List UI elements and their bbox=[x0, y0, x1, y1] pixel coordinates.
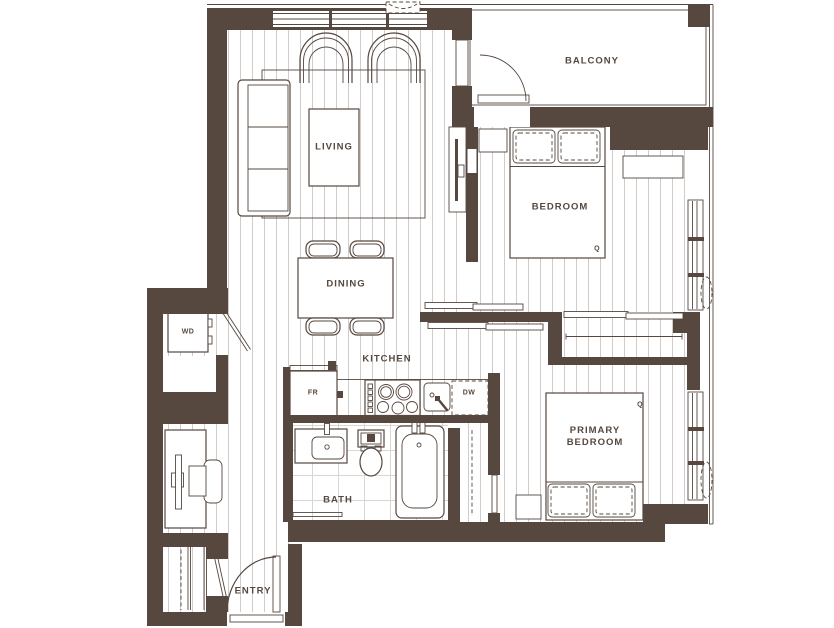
monitor bbox=[175, 454, 182, 510]
bath-vanity-sink bbox=[294, 423, 348, 464]
kitchen-sink bbox=[423, 382, 451, 412]
toilet bbox=[357, 429, 385, 477]
pillow bbox=[557, 129, 601, 164]
primary-bedroom-label-line1: PRIMARY bbox=[569, 425, 621, 437]
openings bbox=[180, 1, 714, 623]
label-dishwasher: DW bbox=[462, 389, 476, 397]
primary-bed bbox=[545, 392, 644, 521]
entry-closet bbox=[180, 543, 228, 610]
sofa bbox=[237, 79, 291, 217]
dresser bbox=[622, 155, 684, 179]
bedroom-closet bbox=[563, 311, 684, 340]
washer-dryer-unit bbox=[167, 312, 213, 353]
label-fridge: FR bbox=[307, 389, 319, 397]
room-label-balcony: BALCONY bbox=[565, 55, 619, 67]
dining-table bbox=[297, 257, 394, 319]
living-window bbox=[273, 11, 427, 27]
pillow bbox=[592, 483, 636, 518]
balcony-door bbox=[455, 39, 530, 104]
pillow bbox=[547, 483, 591, 518]
primary-sliding-door bbox=[427, 322, 544, 331]
room-label-kitchen: KITCHEN bbox=[362, 353, 412, 365]
primary-bedroom-furniture bbox=[515, 392, 644, 521]
entry-door bbox=[226, 555, 284, 623]
balcony-outline bbox=[469, 9, 707, 106]
label-bedroom-bed-size: Q bbox=[594, 245, 600, 253]
desk-chair-back bbox=[203, 459, 223, 504]
walls bbox=[147, 4, 713, 626]
desk-nook-furniture bbox=[164, 429, 223, 529]
bathtub bbox=[395, 420, 445, 519]
label-primary-bed-size: Q bbox=[637, 401, 643, 409]
label-washer-dryer: WD bbox=[181, 328, 195, 336]
dining-chair bbox=[305, 240, 341, 259]
dining-chair bbox=[349, 240, 385, 259]
primary-window-bank bbox=[687, 391, 713, 501]
bedroom-sliding-door bbox=[424, 302, 524, 311]
armchair bbox=[367, 32, 421, 83]
pillow bbox=[512, 129, 556, 164]
vent-unit bbox=[385, 1, 421, 14]
dining-chair bbox=[349, 317, 385, 336]
room-label-bedroom: BEDROOM bbox=[531, 201, 589, 213]
nightstand bbox=[478, 128, 508, 153]
room-label-entry: ENTRY bbox=[234, 585, 272, 597]
dining-chair bbox=[305, 317, 341, 336]
nightstand bbox=[515, 494, 542, 520]
bedroom-window-bank bbox=[687, 199, 713, 311]
primary-door-jamb bbox=[491, 474, 498, 514]
room-label-dining: DINING bbox=[326, 278, 366, 290]
coffee-table bbox=[308, 108, 360, 187]
fridge bbox=[289, 370, 338, 417]
desk-chair-seat bbox=[188, 465, 207, 497]
washer-closet-door bbox=[219, 306, 251, 352]
room-label-primary-bedroom: PRIMARY BEDROOM bbox=[550, 425, 640, 449]
bath-fixtures bbox=[292, 420, 445, 519]
tv-console bbox=[448, 126, 467, 213]
living-room-furniture bbox=[237, 32, 467, 219]
primary-bedroom-label-line2: BEDROOM bbox=[566, 437, 624, 448]
window-glass-line bbox=[709, 4, 714, 525]
armchair bbox=[299, 32, 353, 83]
room-label-bath: BATH bbox=[323, 494, 353, 506]
cooktop bbox=[364, 379, 421, 417]
dishwasher-outline bbox=[451, 380, 489, 416]
dining-furniture bbox=[297, 240, 394, 336]
bedroom-bed bbox=[509, 126, 606, 259]
room-label-living: LIVING bbox=[315, 141, 353, 153]
